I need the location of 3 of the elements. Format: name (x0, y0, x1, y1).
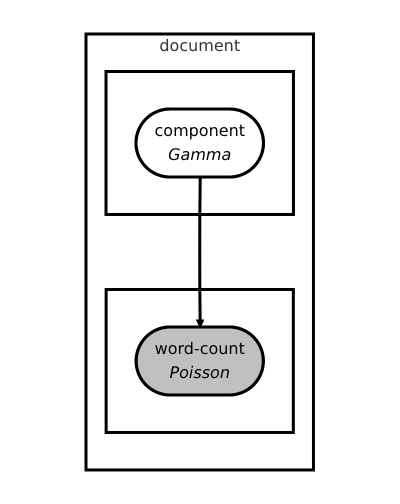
cluster (104, 70, 296, 216)
arrow (196, 177, 205, 328)
cluster (104, 288, 296, 434)
